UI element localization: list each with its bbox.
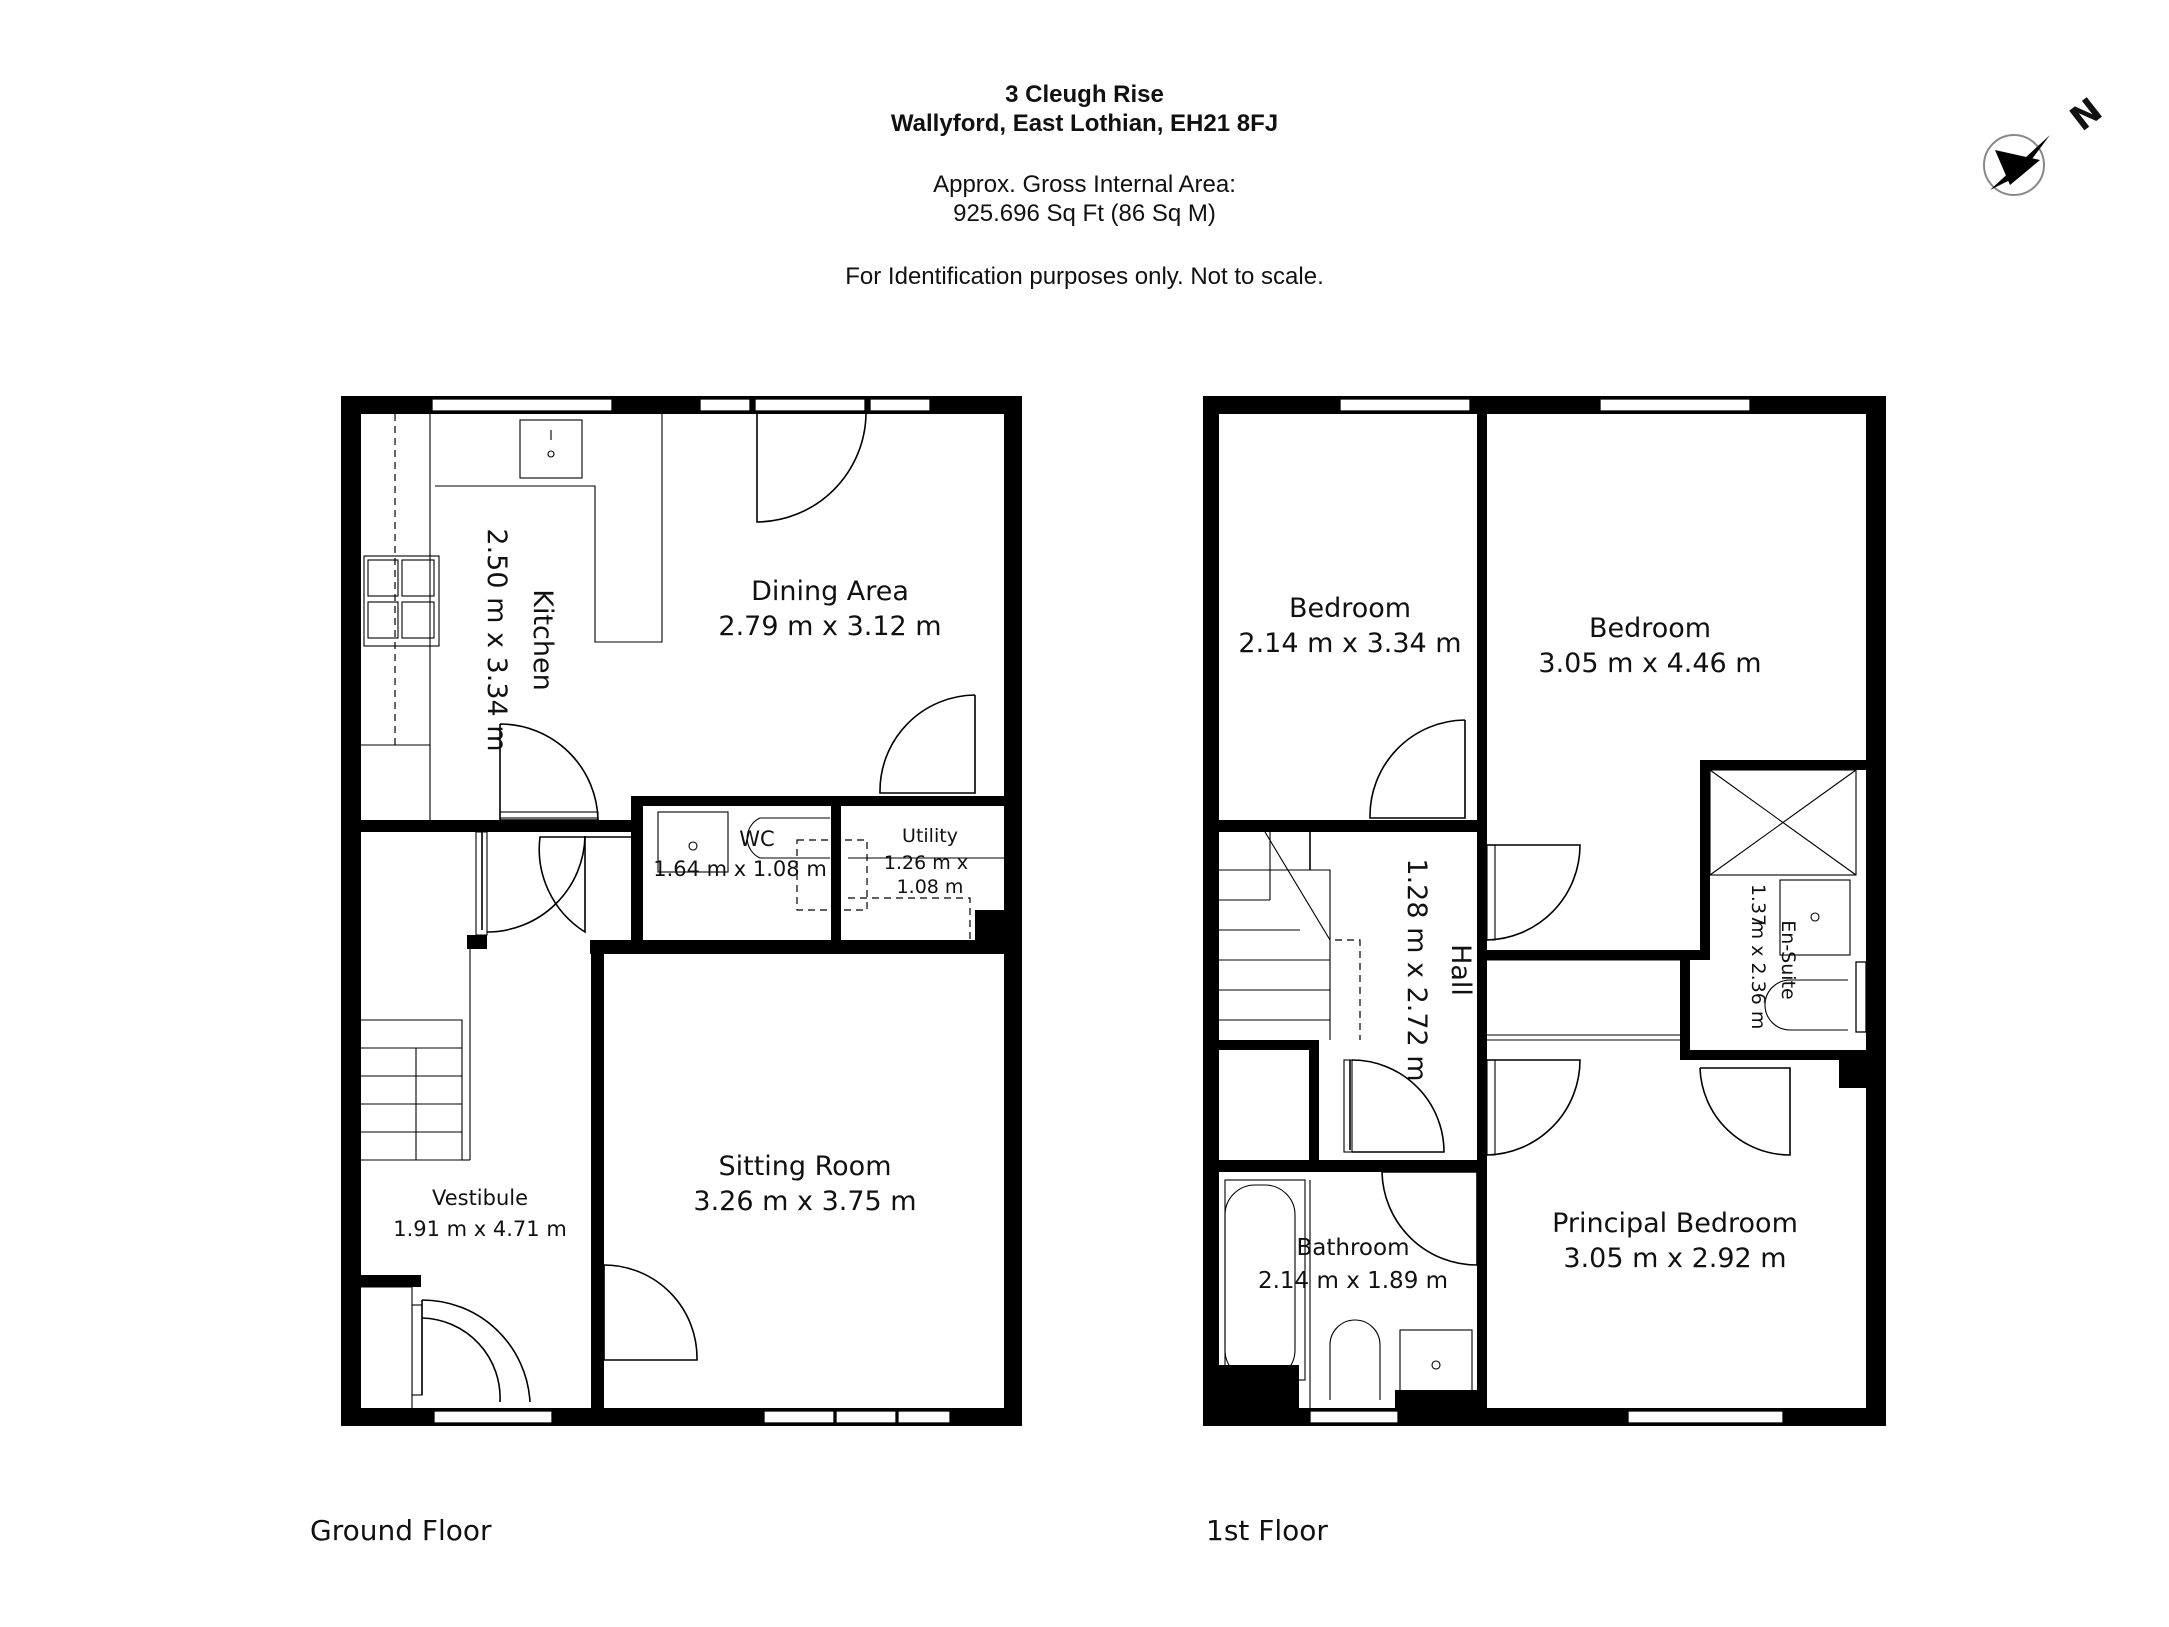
room-label-ensuite: En-Suite	[1777, 920, 1799, 999]
disclaimer: For Identification purposes only. Not to…	[845, 263, 1324, 290]
room-dims-principal-bedroom: 3.05 m x 2.92 m	[1563, 1243, 1786, 1274]
room-label-kitchen: Kitchen	[527, 589, 558, 690]
room-dims-wc: 1.64 m x 1.08 m	[653, 857, 827, 881]
room-dims-hall: 1.28 m x 2.72 m	[1401, 858, 1432, 1081]
address-line-1: 3 Cleugh Rise	[1005, 81, 1164, 108]
room-dims-sitting: 3.26 m x 3.75 m	[693, 1186, 916, 1217]
room-dims-utility-2: 1.08 m	[897, 876, 964, 898]
room-label-bedroom-2: Bedroom	[1589, 613, 1711, 644]
room-dims-vestibule: 1.91 m x 4.71 m	[393, 1217, 567, 1241]
room-label-sitting: Sitting Room	[718, 1151, 891, 1182]
address-line-2: Wallyford, East Lothian, EH21 8FJ	[890, 110, 1279, 137]
room-label-principal-bedroom: Principal Bedroom	[1552, 1208, 1798, 1239]
room-dims-bedroom-2: 3.05 m x 4.46 m	[1538, 648, 1761, 679]
room-label-utility: Utility	[902, 825, 958, 847]
room-label-dining: Dining Area	[751, 576, 909, 607]
room-label-bedroom-1: Bedroom	[1289, 593, 1411, 624]
area-label: Approx. Gross Internal Area:	[933, 171, 1236, 198]
floor-caption-ground: Ground Floor	[310, 1514, 492, 1547]
room-dims-ensuite-1: 1.37	[1747, 884, 1769, 926]
compass-label: N	[2063, 90, 2110, 139]
floor-caption-first: 1st Floor	[1206, 1514, 1328, 1547]
room-dims-bedroom-1: 2.14 m x 3.34 m	[1238, 628, 1461, 659]
room-dims-kitchen: 2.50 m x 3.34 m	[481, 528, 512, 751]
north-arrow-icon: N	[1983, 90, 2110, 196]
room-dims-ensuite-2: m x 2.36 m	[1747, 921, 1769, 1030]
ground-floor-plan: Dining Area 2.79 m x 3.12 m Kitchen 2.50…	[341, 396, 1022, 1426]
room-dims-dining: 2.79 m x 3.12 m	[718, 611, 941, 642]
room-dims-bathroom: 2.14 m x 1.89 m	[1258, 1268, 1448, 1294]
hob-icon	[363, 555, 440, 647]
area-value: 925.696 Sq Ft (86 Sq M)	[953, 200, 1216, 227]
room-label-wc: WC	[739, 827, 774, 851]
room-label-hall: Hall	[1445, 944, 1476, 996]
room-label-vestibule: Vestibule	[432, 1186, 528, 1210]
room-label-bathroom: Bathroom	[1297, 1235, 1410, 1261]
room-dims-utility-1: 1.26 m x	[884, 852, 968, 874]
first-floor-plan: Bedroom 2.14 m x 3.34 m Bedroom 3.05 m x…	[1203, 396, 1886, 1426]
